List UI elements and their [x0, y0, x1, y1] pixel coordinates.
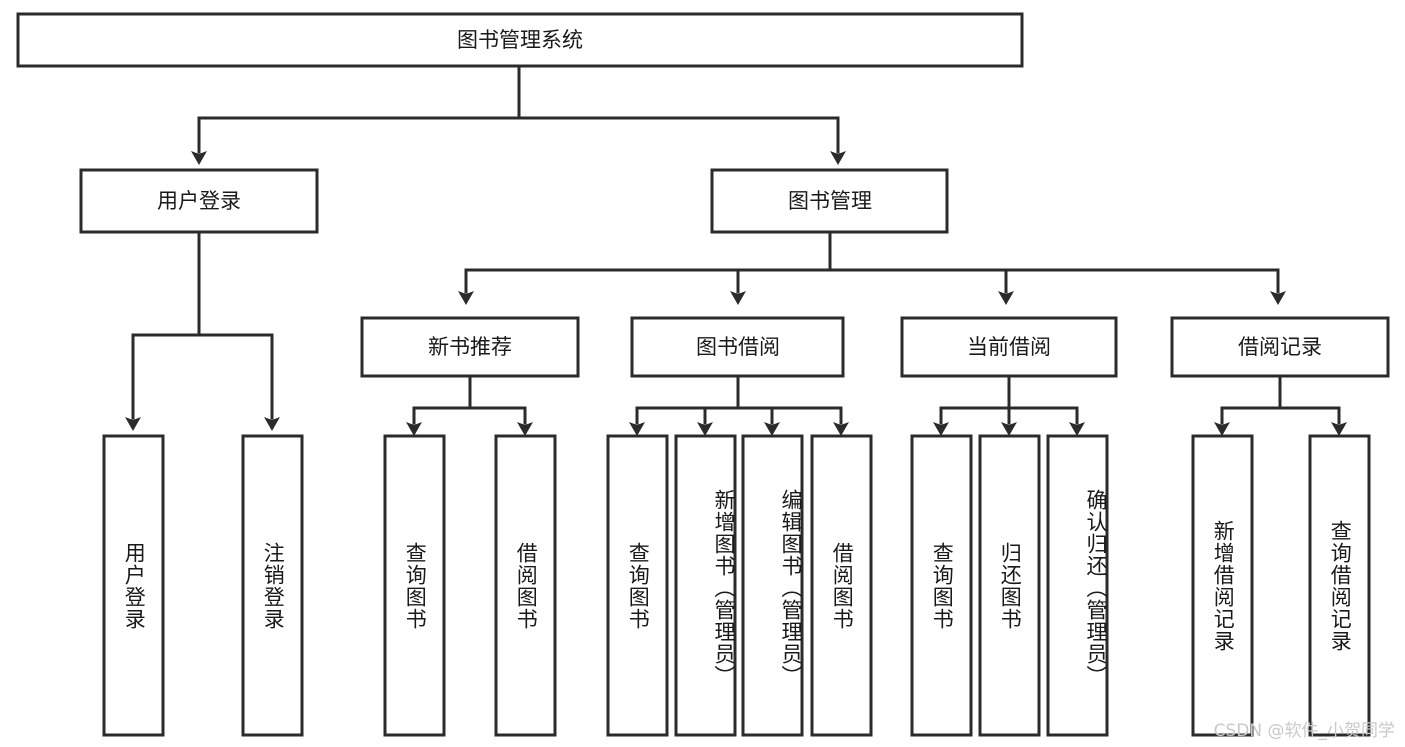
node-current-borrow[interactable]: 当前借阅 — [900, 316, 1118, 378]
connector-bookmgmt-to-level3 — [458, 230, 1286, 305]
node-user-login-box[interactable] — [79, 168, 319, 234]
connector-newbook-to-leaves — [406, 374, 533, 436]
leaf-box[interactable] — [910, 434, 973, 737]
leaf-add-book-admin[interactable]: 新增图书（管理员） — [674, 434, 737, 737]
leaf-box[interactable] — [494, 434, 557, 737]
leaf-return-book[interactable]: 归还图书 — [978, 434, 1041, 737]
node-borrow-record[interactable]: 借阅记录 — [1170, 316, 1390, 378]
connector-record-to-leaves — [1214, 374, 1347, 436]
connector-current-to-leaves — [933, 374, 1085, 436]
leaf-add-borrow-record[interactable]: 新增借阅记录 — [1191, 434, 1254, 737]
node-borrow-record-label: 借阅记录 — [1238, 335, 1322, 359]
leaf-box[interactable] — [102, 434, 165, 737]
leaf-label: 借阅图书 — [830, 541, 855, 630]
leaf-label: 查询图书 — [930, 541, 955, 630]
leaf-box[interactable] — [1191, 434, 1254, 737]
leaf-box[interactable] — [674, 434, 737, 737]
node-book-borrow-box[interactable] — [630, 316, 845, 378]
leaf-label: 查询图书 — [403, 541, 428, 630]
node-book-management-label: 图书管理 — [788, 189, 872, 213]
node-user-login[interactable]: 用户登录 — [79, 168, 319, 234]
node-book-borrow-label: 图书借阅 — [696, 335, 780, 359]
connector-userlogin-to-leaves — [125, 230, 280, 431]
leaf-label: 借阅图书 — [514, 541, 539, 630]
leaf-label: 查询借阅记录 — [1328, 519, 1353, 652]
leaf-box[interactable] — [1308, 434, 1371, 737]
node-borrow-record-box[interactable] — [1170, 316, 1390, 378]
leaf-box[interactable] — [383, 434, 446, 737]
leaf-query-borrow-record[interactable]: 查询借阅记录 — [1308, 434, 1371, 737]
leaf-user-login[interactable]: 用户登录 — [102, 434, 165, 737]
node-current-borrow-label: 当前借阅 — [967, 335, 1051, 359]
leaf-box[interactable] — [810, 434, 873, 737]
node-book-borrow[interactable]: 图书借阅 — [630, 316, 845, 378]
leaf-query-book-recommend[interactable]: 查询图书 — [383, 434, 446, 737]
node-book-management[interactable]: 图书管理 — [710, 168, 949, 234]
leaf-logout[interactable]: 注销登录 — [241, 434, 304, 737]
leaf-label: 归还图书 — [998, 541, 1023, 630]
leaf-query-book-current[interactable]: 查询图书 — [910, 434, 973, 737]
leaf-box[interactable] — [606, 434, 669, 737]
leaf-box[interactable] — [978, 434, 1041, 737]
leaf-label: 用户登录 — [122, 541, 147, 630]
node-new-book-recommend-label: 新书推荐 — [428, 335, 512, 359]
leaf-label: 查询图书 — [626, 541, 651, 630]
watermark-label: CSDN @软件_小贺同学 — [1213, 721, 1395, 741]
node-new-book-recommend-box[interactable] — [360, 316, 580, 378]
node-new-book-recommend[interactable]: 新书推荐 — [360, 316, 580, 378]
connector-borrow-to-leaves — [629, 374, 849, 436]
node-root-label: 图书管理系统 — [457, 28, 583, 52]
connector-root-to-level2 — [191, 64, 846, 165]
leaf-label: 注销登录 — [261, 541, 286, 630]
node-book-management-box[interactable] — [710, 168, 949, 234]
leaf-query-book-borrow[interactable]: 查询图书 — [606, 434, 669, 737]
leaf-label: 编辑图书（管理员） — [779, 488, 803, 687]
node-root[interactable]: 图书管理系统 — [16, 12, 1024, 68]
leaf-borrow-book[interactable]: 借阅图书 — [810, 434, 873, 737]
leaf-box[interactable] — [1046, 434, 1109, 737]
leaf-label: 新增图书（管理员） — [712, 488, 736, 687]
leaf-confirm-return-admin[interactable]: 确认归还（管理员） — [1046, 434, 1109, 737]
leaf-box[interactable] — [741, 434, 804, 737]
node-current-borrow-box[interactable] — [900, 316, 1118, 378]
leaf-edit-book-admin[interactable]: 编辑图书（管理员） — [741, 434, 804, 737]
node-user-login-label: 用户登录 — [157, 189, 241, 213]
leaf-box[interactable] — [241, 434, 304, 737]
leaf-label: 新增借阅记录 — [1211, 519, 1236, 652]
node-root-box[interactable] — [16, 12, 1024, 68]
leaf-borrow-book-recommend[interactable]: 借阅图书 — [494, 434, 557, 737]
leaf-label: 确认归还（管理员） — [1084, 488, 1108, 687]
